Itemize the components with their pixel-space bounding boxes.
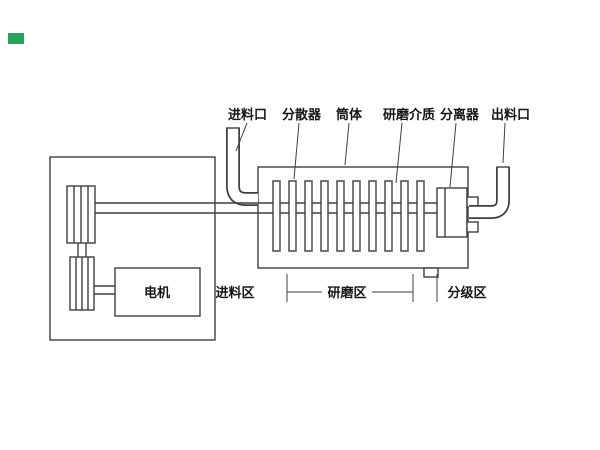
lower-pulley	[69, 256, 95, 311]
belt	[77, 243, 87, 257]
feed-inlet-pipe	[226, 127, 258, 206]
label-disperser: 分散器	[282, 107, 322, 123]
label-motor: 电机	[144, 285, 170, 301]
label-separator: 分离器	[440, 107, 480, 123]
label-zone-grinding: 研磨区	[327, 285, 366, 301]
disperser-discs	[272, 180, 425, 252]
outlet-pipe	[469, 166, 510, 219]
upper-pulley	[66, 185, 96, 244]
label-zone-feed: 进料区	[215, 285, 254, 301]
motor-box	[114, 267, 201, 317]
zone-dimension-marks	[286, 274, 438, 302]
drain-fitting	[423, 267, 439, 278]
motor-housing-box	[49, 156, 216, 341]
cylinder-body	[257, 166, 469, 269]
separator-block	[436, 187, 479, 238]
label-cylinder: 筒体	[336, 107, 363, 123]
label-zone-classification: 分级区	[447, 285, 486, 301]
label-outlet: 出料口	[491, 107, 530, 123]
label-feed-inlet: 进料口	[228, 107, 267, 123]
drive-shaft	[95, 202, 437, 214]
green-corner-mark	[8, 33, 24, 44]
leader-lines	[235, 122, 506, 188]
motor-shaft-stub	[94, 285, 115, 295]
label-grinding-media: 研磨介质	[383, 107, 435, 123]
